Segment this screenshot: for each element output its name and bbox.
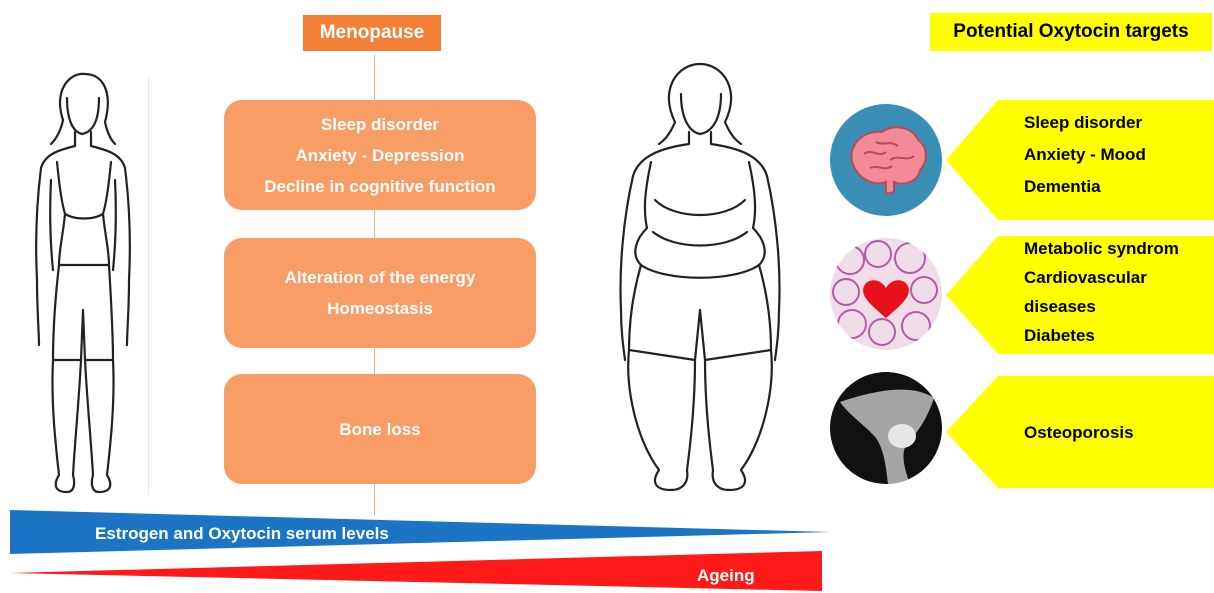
- target-line: Metabolic syndrom: [1024, 234, 1179, 263]
- effect-line: Homeostasis: [224, 293, 536, 324]
- target-line: Dementia: [1024, 171, 1146, 203]
- target-text-metabolic: Metabolic syndrom Cardiovascular disease…: [1024, 234, 1179, 350]
- effect-box-bone: Bone loss: [224, 374, 536, 484]
- effect-line: Anxiety - Depression: [224, 140, 536, 171]
- effect-box-energy: Alteration of the energy Homeostasis: [224, 238, 536, 348]
- effect-line: Sleep disorder: [224, 109, 536, 140]
- hip-xray-icon: [830, 372, 942, 484]
- target-text-bone: Osteoporosis: [1024, 417, 1134, 449]
- young-woman-icon: [15, 70, 150, 500]
- ageing-label: Ageing: [697, 566, 755, 586]
- adipose-heart-icon: [830, 238, 942, 350]
- target-line: Diabetes: [1024, 321, 1179, 350]
- target-text-brain: Sleep disorder Anxiety - Mood Dementia: [1024, 107, 1146, 203]
- target-line: Osteoporosis: [1024, 417, 1134, 449]
- effect-line: Bone loss: [224, 414, 536, 445]
- older-woman-icon: [595, 60, 805, 500]
- brain-icon: [830, 104, 942, 216]
- effect-box-cognitive: Sleep disorder Anxiety - Depression Decl…: [224, 100, 536, 210]
- oxytocin-targets-label: Potential Oxytocin targets: [930, 13, 1212, 51]
- menopause-label: Menopause: [303, 15, 441, 51]
- target-line: Anxiety - Mood: [1024, 139, 1146, 171]
- target-line: Cardiovascular: [1024, 263, 1179, 292]
- hormone-levels-label: Estrogen and Oxytocin serum levels: [95, 524, 389, 544]
- target-line: Sleep disorder: [1024, 107, 1146, 139]
- target-line: diseases: [1024, 292, 1179, 321]
- effect-line: Alteration of the energy: [224, 262, 536, 293]
- effect-line: Decline in cognitive function: [224, 171, 536, 202]
